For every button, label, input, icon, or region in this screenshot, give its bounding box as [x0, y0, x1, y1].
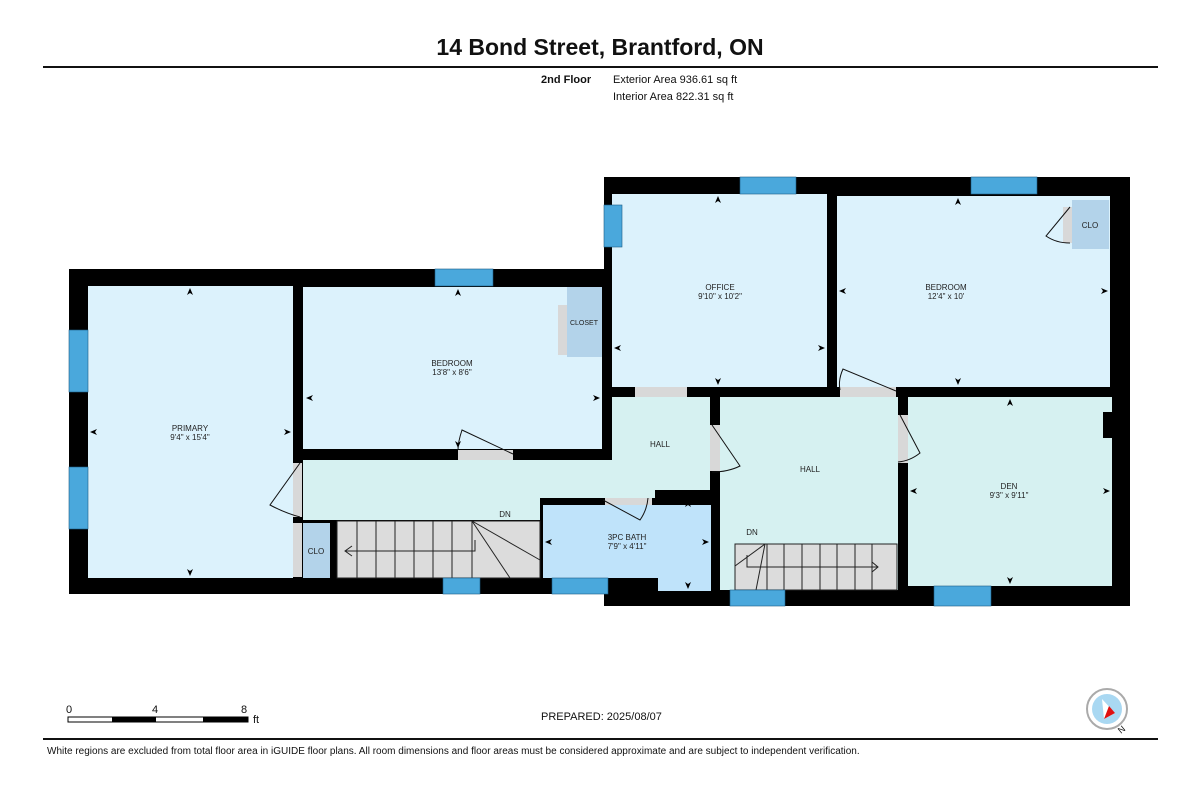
- bath-name: 3PC BATH: [608, 533, 647, 542]
- compass-north-label: N: [1116, 724, 1127, 736]
- room-closet: [567, 287, 602, 357]
- interior-area: Interior Area 822.31 sq ft: [613, 91, 734, 103]
- room-hall-1: [303, 397, 710, 520]
- scale-unit: ft: [253, 714, 259, 726]
- room-den: [908, 397, 1112, 586]
- room-primary: [88, 286, 293, 578]
- room-bath: [543, 505, 711, 578]
- office-name: OFFICE: [705, 283, 734, 292]
- den-dims: 9'3" x 9'11": [990, 491, 1029, 500]
- bedroom-1-name: BEDROOM: [431, 359, 473, 368]
- closet-name: CLOSET: [570, 320, 599, 327]
- doors: [269, 206, 1072, 577]
- den-name: DEN: [1001, 482, 1018, 491]
- room-office: [612, 194, 827, 387]
- floor-label: 2nd Floor: [541, 74, 592, 86]
- header-divider: [43, 66, 1158, 68]
- exterior-area: Exterior Area 936.61 sq ft: [613, 74, 738, 86]
- room-bedroom-1: [303, 287, 602, 449]
- scale-tick-4: 4: [152, 704, 158, 716]
- bedroom-2-dims: 12'4" x 10': [928, 292, 965, 301]
- stairs-2: [734, 543, 898, 591]
- clo-hall-name: CLO: [308, 547, 324, 556]
- scale-tick-0: 0: [66, 704, 72, 716]
- bedroom-2-name: BEDROOM: [925, 283, 967, 292]
- bedroom-1-dims: 13'8" x 8'6": [432, 368, 472, 377]
- stairs-2-label: DN: [746, 528, 758, 537]
- room-clo-hall: [303, 523, 330, 578]
- stairs-1-label: DN: [499, 510, 511, 519]
- stairs-1: [336, 520, 541, 579]
- page-title: 14 Bond Street, Brantford, ON: [436, 34, 764, 60]
- dimension-arrows: [90, 196, 1110, 589]
- scale-bar: 0 4 8 ft: [66, 704, 259, 726]
- clo-bedroom-name: CLO: [1082, 221, 1098, 230]
- footer-divider: [43, 738, 1158, 740]
- disclaimer: White regions are excluded from total fl…: [47, 746, 860, 757]
- primary-name: PRIMARY: [172, 424, 209, 433]
- room-clo-bedroom: [1072, 200, 1109, 249]
- hall-2-name: HALL: [800, 465, 821, 474]
- bath-dims: 7'9" x 4'11": [608, 542, 647, 551]
- compass-icon: N: [1086, 688, 1128, 736]
- windows: [68, 176, 1038, 607]
- scale-tick-8: 8: [241, 704, 247, 716]
- primary-dims: 9'4" x 15'4": [170, 433, 210, 442]
- hall-1-name: HALL: [650, 440, 671, 449]
- prepared-date: PREPARED: 2025/08/07: [541, 711, 662, 723]
- room-bath-ext: [658, 578, 711, 591]
- office-dims: 9'10" x 10'2": [698, 292, 742, 301]
